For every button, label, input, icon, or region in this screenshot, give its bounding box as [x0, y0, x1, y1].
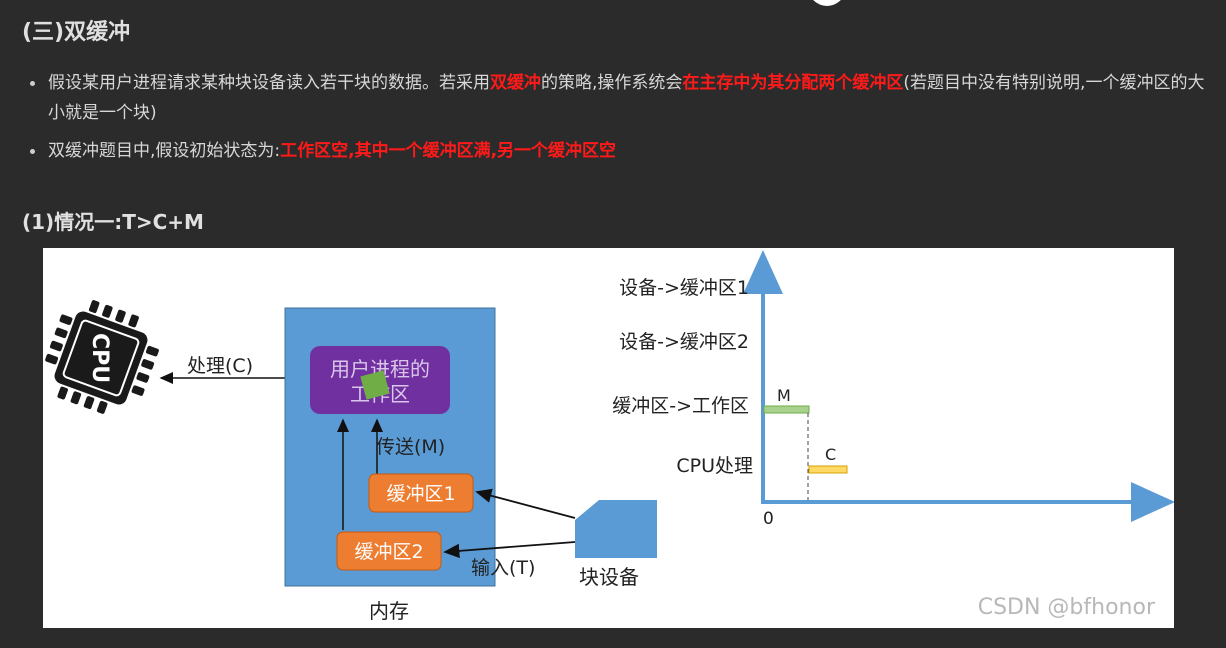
top-decoration	[808, 0, 846, 6]
timeline-row-buffer-work: 缓冲区->工作区	[612, 395, 749, 417]
bullet-1-part-4: 在主存中为其分配两个缓冲区	[682, 73, 904, 93]
timeline-origin: 0	[763, 509, 774, 529]
transfer-label: 传送(M)	[376, 436, 445, 458]
cpu-label: CPU	[87, 333, 112, 383]
bullet-1-part-3: 的策略,操作系统会	[541, 73, 683, 93]
timeline-row-device-buffer2: 设备->缓冲区2	[619, 331, 749, 353]
block-device-icon	[575, 500, 657, 558]
timeline-bar-c	[808, 465, 848, 474]
double-buffer-figure: CPU 处理(C) 内存 用户进程的 工作区 传送(M) 缓冲区1 缓冲区2 块…	[43, 248, 1174, 628]
buffer1-box	[368, 473, 474, 513]
data-block-green	[360, 370, 390, 400]
cpu-chip-icon: CPU	[45, 300, 159, 414]
bullet-1-part-5: (若题目中没有特别说明,一个缓冲区的大小就是一个块)	[48, 73, 1205, 123]
figure-svg: CPU 处理(C) 内存 用户进程的 工作区 传送(M) 缓冲区1 缓冲区2 块…	[45, 250, 1174, 623]
bullet-1-part-2: 双缓冲	[490, 73, 541, 93]
input-arrow-buffer2	[443, 541, 576, 559]
device-label: 块设备	[579, 565, 639, 589]
csdn-watermark: CSDN @bfhonor	[978, 595, 1156, 620]
buffer2-label: 缓冲区2	[354, 541, 423, 563]
buffer1-label: 缓冲区1	[386, 483, 455, 505]
timeline-bar-c-label: C	[825, 445, 836, 464]
timeline-row-device-buffer1: 设备->缓冲区1	[619, 277, 749, 299]
bullet-2-part-1: 双缓冲题目中,假设初始状态为:	[48, 141, 281, 161]
bullet-1-part-1: 假设某用户进程请求某种块设备读入若干块的数据。若采用	[48, 73, 490, 93]
buffer2-box	[336, 531, 442, 571]
timeline-row-cpu: CPU处理	[676, 455, 753, 477]
process-label: 处理(C)	[187, 355, 253, 377]
case-heading: (1)情况一:T>C+M	[22, 210, 204, 234]
bullet-2-part-2: 工作区空,其中一个缓冲区满,另一个缓冲区空	[280, 141, 617, 161]
bullet-item-2: 双缓冲题目中,假设初始状态为:工作区空,其中一个缓冲区满,另一个缓冲区空	[26, 136, 1216, 166]
bullet-item-1: 假设某用户进程请求某种块设备读入若干块的数据。若采用双缓冲的策略,操作系统会在主…	[26, 68, 1216, 128]
input-arrow-buffer1	[475, 488, 576, 519]
memory-label: 内存	[369, 599, 409, 623]
input-label: 输入(T)	[471, 557, 535, 579]
section-heading: (三)双缓冲	[22, 20, 131, 45]
timeline-bar-m	[763, 405, 810, 414]
timeline-bar-m-label: M	[777, 386, 791, 405]
bullet-list: 假设某用户进程请求某种块设备读入若干块的数据。若采用双缓冲的策略,操作系统会在主…	[26, 68, 1216, 174]
